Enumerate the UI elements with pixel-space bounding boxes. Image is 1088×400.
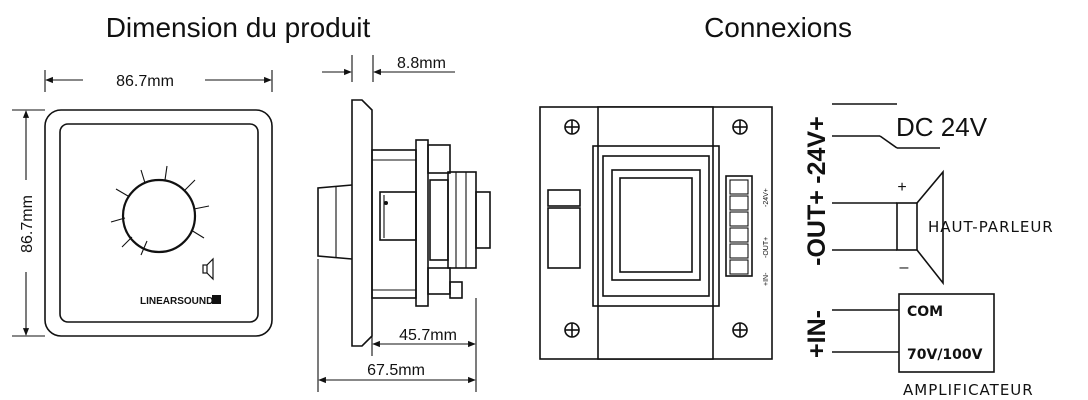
board-module-window [611,169,701,281]
side-view: 8.8mm 45.7mm 67.5mm [317,55,491,392]
power-terminal-label: -24V+ [803,116,831,183]
faceplate-inner [59,123,259,323]
board-module-outer [592,145,720,307]
terminal-block-label-power: -24V+ [763,188,770,207]
speaker-plus-label: + [897,179,906,196]
power-wires [832,103,940,149]
board-center-frame [597,106,714,360]
terminal-block-label-in: +IN- [763,272,770,286]
output-terminal-label: -OUT+ [803,190,831,266]
body-depth-label: 45.7mm [399,327,457,344]
screw-icons [564,119,748,338]
speaker-icon [832,169,944,286]
height-dimension-label: 86.7mm [19,195,36,253]
knob-scale-ticks [110,165,210,256]
connection-board: +IN- -OUT+ -24V+ [539,106,773,360]
terminal-slots [729,179,749,275]
side-knob [317,184,353,260]
speaker-minus-label: – [900,259,909,276]
connections-title: Connexions [704,12,852,43]
volume-icon [202,257,214,281]
front-view: 86.7mm 86.7mm LINEARSOUND [12,70,273,337]
side-back-box [371,149,417,299]
power-supply-label: DC 24V [896,112,988,142]
brand-logo: LINEARSOUND [140,296,213,307]
amplifier-voltage-label: 70V/100V [907,347,983,363]
input-terminal-label: +IN- [803,310,831,358]
amplifier-box [832,293,995,373]
side-faceplate [351,99,373,347]
dimension-title: Dimension du produit [106,12,371,43]
amplifier-label: AMPLIFICATEUR [903,381,1034,399]
volume-knob [121,178,197,254]
terminal-block [725,175,753,277]
side-pcb [415,139,429,307]
terminal-block-label-out: -OUT+ [763,237,770,258]
brand-square-icon [212,295,221,304]
amplifier-com-label: COM [907,304,943,320]
speaker-label: HAUT-PARLEUR [928,218,1054,236]
faceplate-depth-label: 8.8mm [397,55,446,72]
width-dimension-label: 86.7mm [116,73,174,90]
side-transformer [447,171,477,269]
faceplate-outer [44,109,273,337]
total-depth-label: 67.5mm [367,362,425,379]
